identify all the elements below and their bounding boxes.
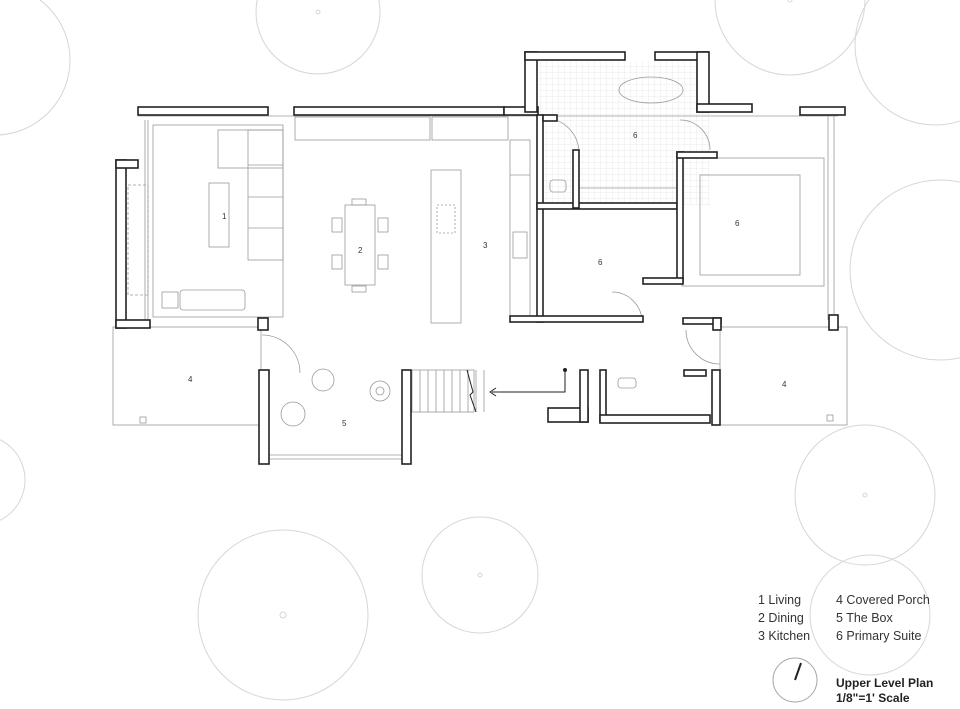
- legend-item-kitchen: 3 Kitchen: [758, 629, 811, 643]
- room-label-suite-bath: 6: [633, 131, 638, 140]
- north-arrow-icon: [772, 657, 818, 703]
- room-label-suite-closet: 6: [598, 258, 603, 267]
- fine-lines: [112, 76, 848, 460]
- room-label-porch-right: 4: [782, 380, 787, 389]
- room-label-kitchen: 3: [483, 241, 488, 250]
- room-label-suite-bedroom: 6: [735, 219, 740, 228]
- stair-arrow: [466, 368, 567, 413]
- room-label-living: 1: [222, 212, 227, 221]
- legend: 1 Living 4 Covered Porch 2 Dining 5 The …: [758, 592, 946, 645]
- legend-item-living: 1 Living: [758, 593, 802, 607]
- legend-item-dining: 2 Dining: [758, 611, 804, 625]
- plan-scale: 1/8"=1' Scale: [836, 691, 910, 705]
- room-label-box: 5: [342, 419, 347, 428]
- legend-item-the-box: 5 The Box: [836, 611, 893, 625]
- plan-title-block: Upper Level Plan 1/8"=1' Scale: [836, 676, 933, 706]
- legend-item-primary-suite: 6 Primary Suite: [836, 629, 922, 643]
- walls: [115, 51, 846, 465]
- room-label-dining: 2: [358, 246, 363, 255]
- plan-title: Upper Level Plan: [836, 676, 934, 690]
- legend-item-covered-porch: 4 Covered Porch: [836, 593, 930, 607]
- room-label-porch-left: 4: [188, 375, 193, 384]
